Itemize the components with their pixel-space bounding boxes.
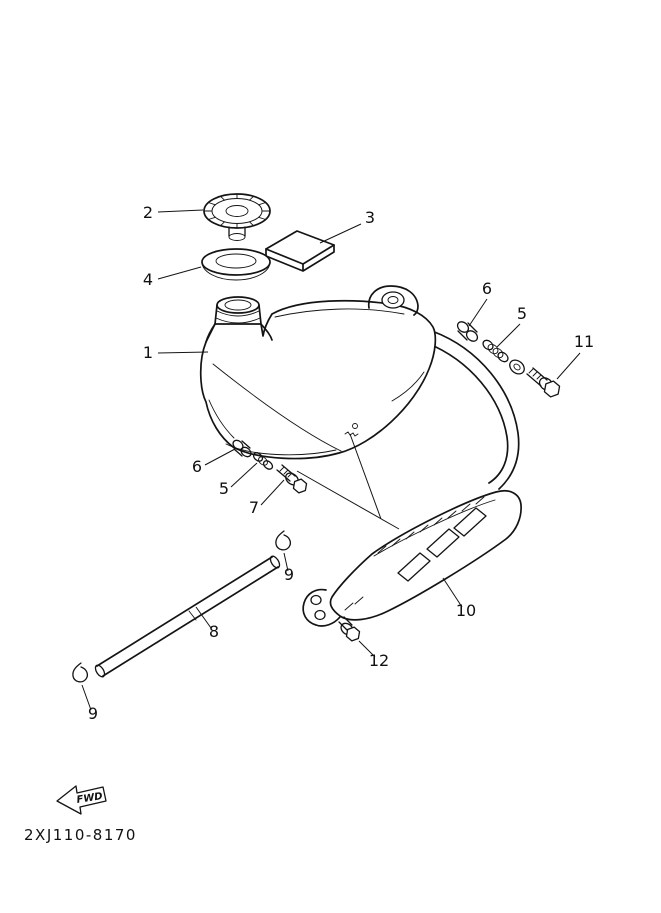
part-clip-bottom: [72, 662, 88, 683]
callout-label-1: 1: [143, 343, 153, 362]
left-fasteners: [232, 439, 308, 494]
callout-label-7: 7: [249, 498, 259, 517]
fwd-label: FWD: [76, 791, 104, 806]
diagram-code: 2XJ110-8170: [24, 826, 137, 844]
part-guard: [302, 489, 522, 627]
part-spring-washer-left: [252, 452, 274, 470]
fwd-indicator: FWD: [56, 785, 107, 815]
part-gasket: [201, 248, 271, 281]
part-washer: [509, 359, 525, 375]
callout-label-9: 9: [88, 704, 98, 723]
part-hose: [94, 555, 281, 678]
callout-label-10: 10: [456, 601, 476, 620]
part-bolt-12: [338, 616, 361, 642]
neck-threads: [215, 310, 261, 324]
callout-label-2: 2: [143, 203, 153, 222]
guard-mount-plate: [302, 588, 341, 627]
tank-mount-ear: [367, 285, 419, 316]
callout-label-9: 9: [284, 565, 294, 584]
guard-slot-1: [397, 552, 431, 582]
callout-label-6: 6: [192, 457, 202, 476]
callout-label-11: 11: [574, 332, 594, 351]
callout-label-8: 8: [209, 622, 219, 641]
callout-label-5: 5: [219, 479, 229, 498]
leader-lines: [81, 209, 581, 711]
bracket-arm: [426, 330, 520, 490]
callout-label-6: 6: [482, 279, 492, 298]
part-spring-washer-right: [482, 339, 509, 363]
part-collar-left: [232, 439, 252, 458]
part-bolt-7: [276, 464, 308, 494]
tank-body: [199, 299, 437, 460]
part-bolt-11: [526, 367, 561, 398]
callout-label-5: 5: [517, 304, 527, 323]
part-cap: [203, 193, 271, 241]
cap-knurl-lines: [203, 193, 271, 229]
part-clip-top: [275, 530, 291, 551]
guard-hatching: [344, 496, 485, 611]
guard-slot-3: [453, 507, 487, 537]
right-fasteners: [456, 321, 561, 398]
part-tank: [199, 285, 437, 460]
callout-label-3: 3: [365, 208, 375, 227]
callout-label-12: 12: [369, 651, 389, 670]
tank-fitting-detail: [352, 423, 358, 429]
callout-label-4: 4: [143, 270, 153, 289]
part-pad: [265, 230, 335, 272]
guard-slot-2: [426, 528, 460, 558]
part-collar-right: [456, 321, 479, 342]
fwd-arrow-icon: [56, 785, 107, 815]
